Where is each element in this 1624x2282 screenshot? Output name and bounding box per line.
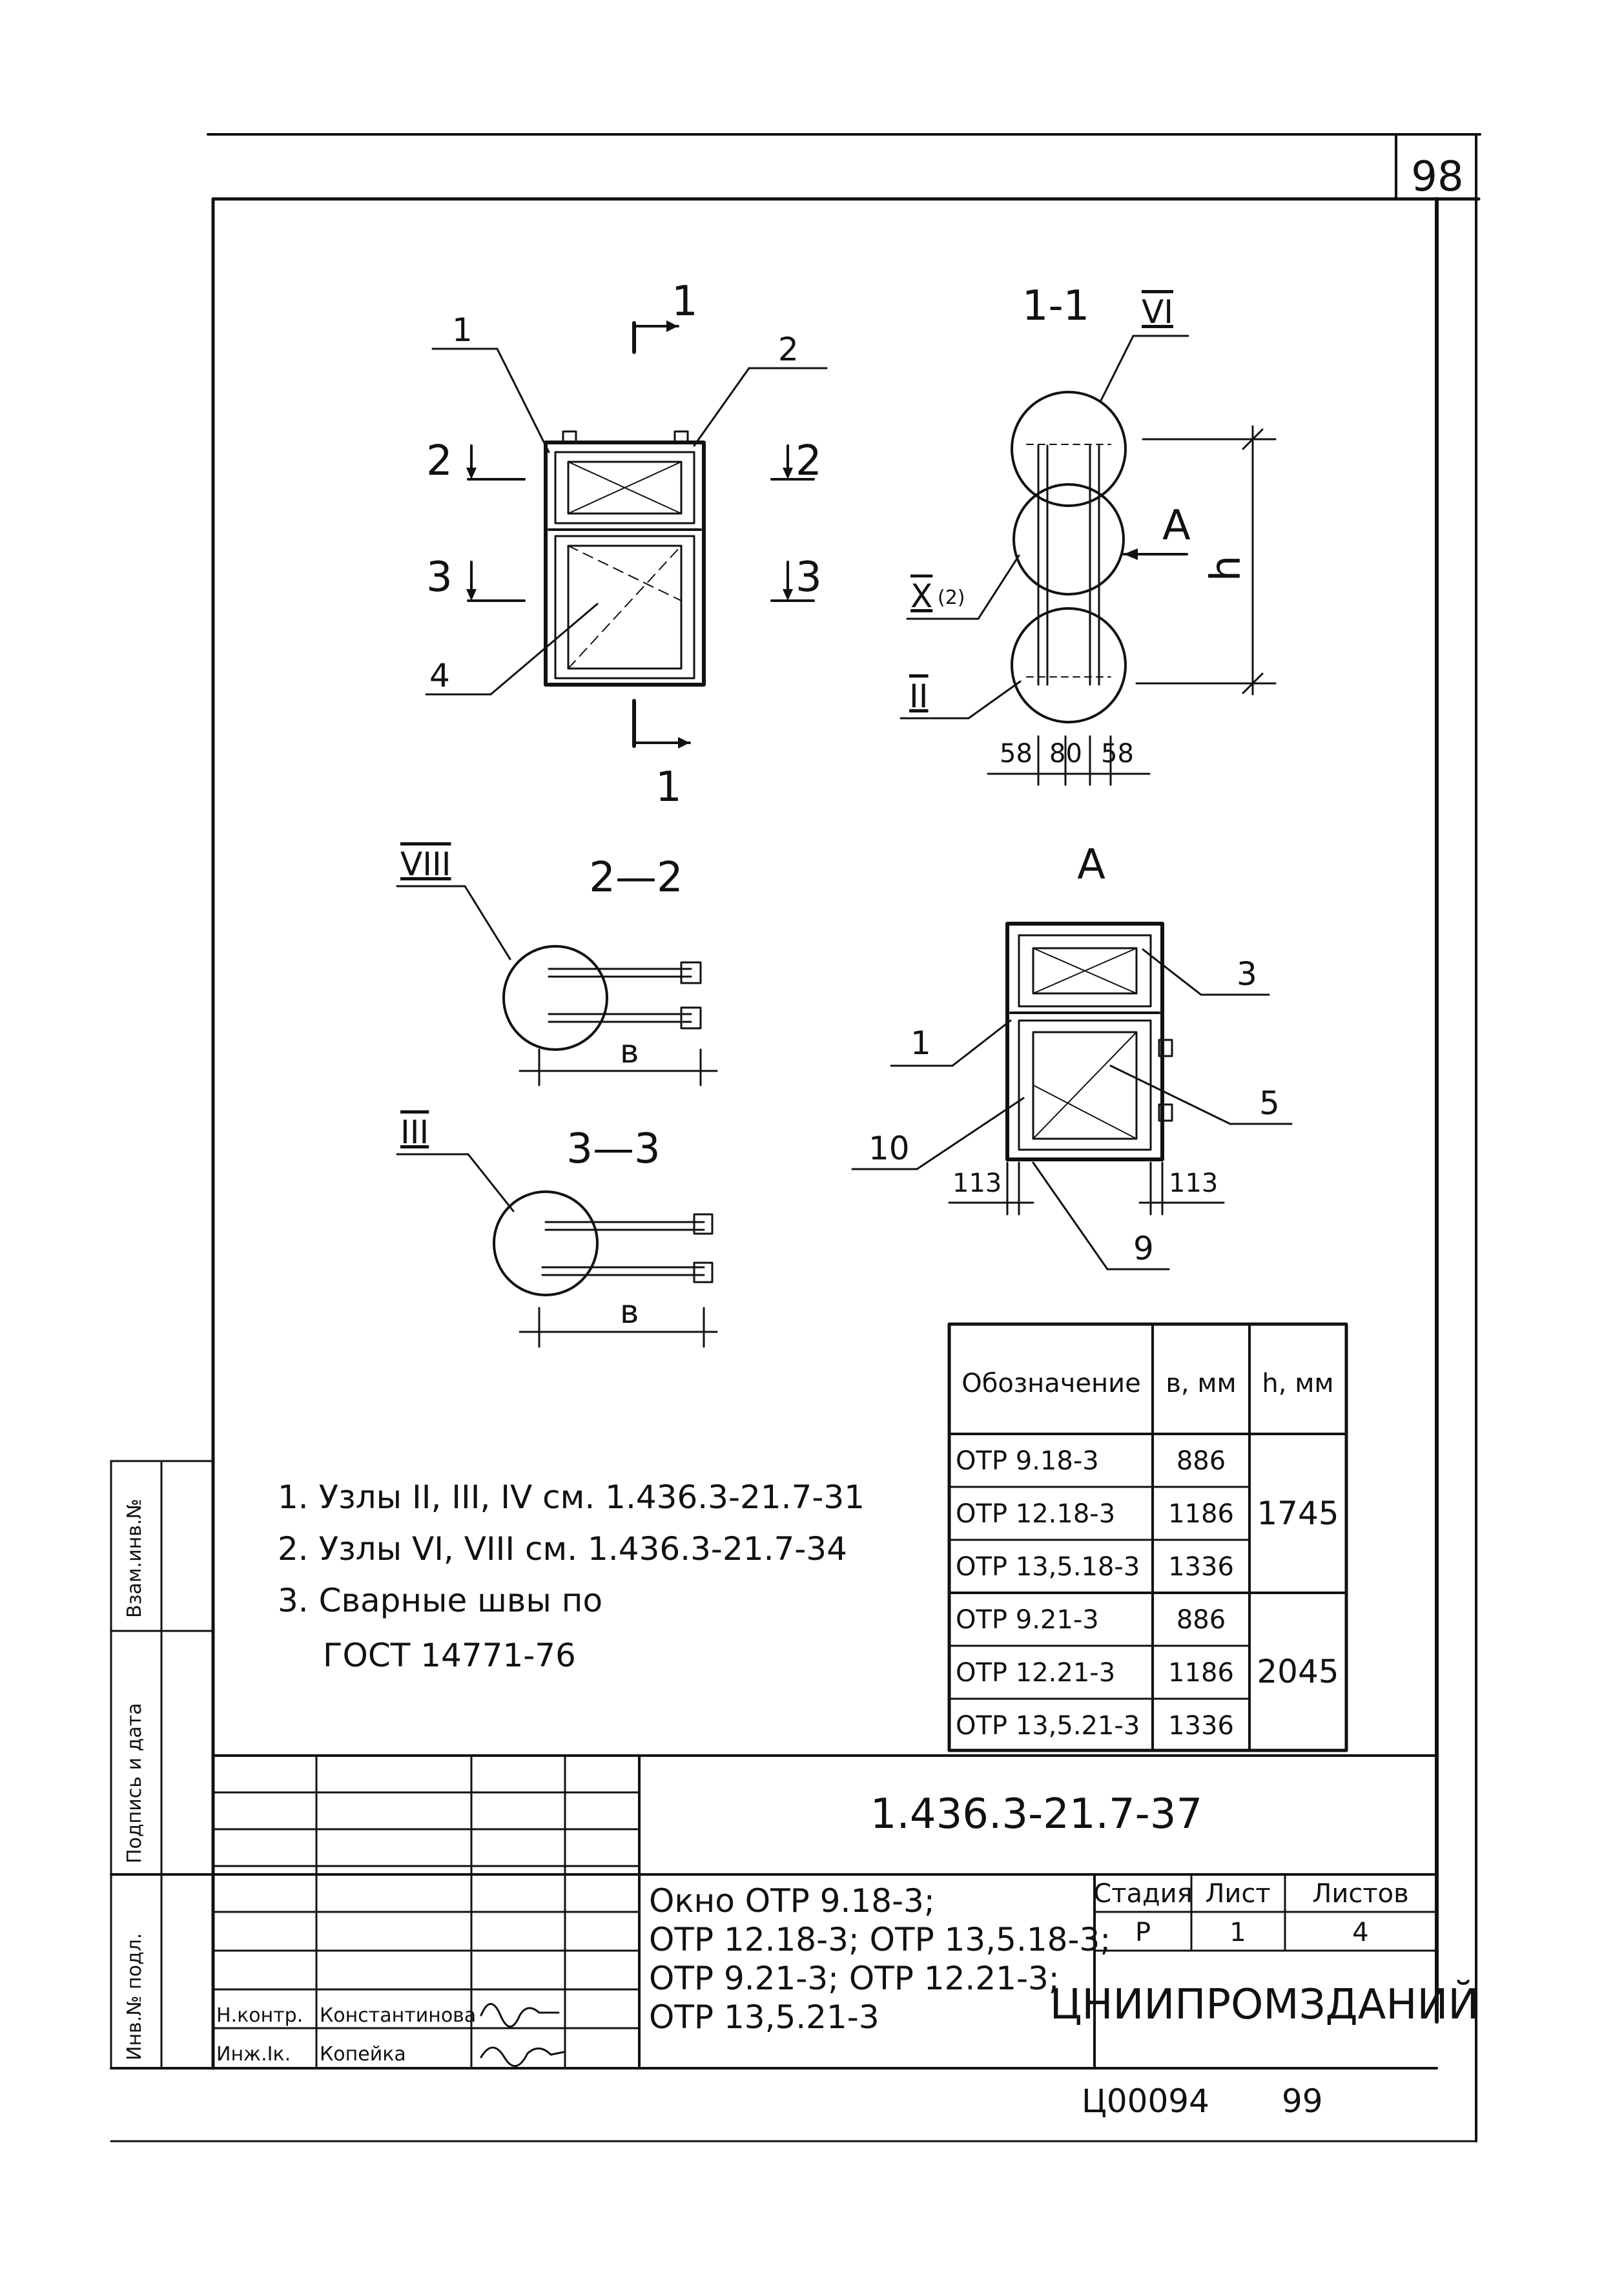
section-3-3: 3—3 III в <box>396 1114 718 1348</box>
callout-node-x: X <box>910 577 932 615</box>
name-kopeyka: Копейка <box>320 2043 406 2066</box>
side-stamp-signature: Подпись и дата <box>123 1703 146 1864</box>
table-h-value-18: 1745 <box>1257 1495 1339 1532</box>
sheet-frame <box>110 133 1481 2142</box>
note-4: ГОСТ 14771-76 <box>323 1637 576 1674</box>
callout-node-viii: VIII <box>400 845 451 883</box>
role-inzh: Инж.Iк. <box>216 2043 291 2066</box>
note-1: 1. Узлы II, III, IV см. 1.436.3-21.7-31 <box>278 1478 865 1516</box>
part-4-label: 4 <box>429 657 450 694</box>
table-row-b: 1186 <box>1168 1499 1234 1529</box>
name-konstantinova: Константинова <box>320 2004 476 2027</box>
dim-width-b-2-2: в <box>620 1033 639 1070</box>
stage-label: Стадия <box>1093 1879 1192 1909</box>
footer-code: Ц00094 <box>1082 2082 1209 2120</box>
section-2-left-label: 2 <box>426 437 453 485</box>
callout-node-vi: VI <box>1142 293 1173 331</box>
title-block-description-line: ОТР 12.18-3; ОТР 13,5.18-3; <box>649 1921 1111 1958</box>
spec-table: Обозначение в, мм h, мм ОТР 9.18-3 886 О… <box>947 1322 1348 1752</box>
table-row-designation: ОТР 9.21-3 <box>956 1605 1099 1635</box>
dim-58-right: 58 <box>1101 739 1134 769</box>
dim-113-right: 113 <box>1169 1168 1218 1198</box>
table-row-designation: ОТР 9.18-3 <box>956 1446 1099 1476</box>
side-stamp: Инв.№ подл. Подпись и дата Взам.инв.№ <box>110 1460 214 2069</box>
window-elevation: 1 1 2 2 3 3 1 2 4 <box>425 278 828 811</box>
dim-80: 80 <box>1049 739 1082 769</box>
height-h-label: h <box>1202 555 1250 582</box>
notes: 1. Узлы II, III, IV см. 1.436.3-21.7-31 … <box>278 1478 865 1674</box>
title-block-description-line: ОТР 13,5.21-3 <box>649 1998 879 2036</box>
note-2: 2. Узлы VI, VIII см. 1.436.3-21.7-34 <box>278 1530 847 1568</box>
section-3-3-title: 3—3 <box>566 1125 660 1173</box>
table-row-b: 1336 <box>1168 1711 1234 1741</box>
title-block: 1.436.3-21.7-37 Окно ОТР 9.18-3; ОТР 12.… <box>110 1754 1479 2069</box>
section-2-right-label: 2 <box>796 437 822 485</box>
table-row-designation: ОТР 12.21-3 <box>956 1658 1115 1688</box>
section-1-1-title: 1-1 <box>1022 282 1090 330</box>
part-9-label: 9 <box>1133 1230 1154 1267</box>
title-block-description-line: Окно ОТР 9.18-3; <box>649 1882 935 1920</box>
section-2-2-title: 2—2 <box>589 854 683 902</box>
dim-58-left: 58 <box>1000 739 1033 769</box>
dim-113-left: 113 <box>952 1168 1002 1198</box>
part-2-label: 2 <box>778 331 799 368</box>
table-row-designation: ОТР 12.18-3 <box>956 1499 1115 1529</box>
table-header-b: в, мм <box>1166 1369 1236 1398</box>
footer-page: 99 <box>1282 2082 1323 2120</box>
signature-2 <box>480 2046 565 2067</box>
arrow-a-label: A <box>1162 502 1191 550</box>
sheet-number: 98 <box>1411 153 1463 201</box>
table-h-value-21: 2045 <box>1257 1653 1339 1690</box>
sheet-number-box: 98 <box>1395 133 1464 201</box>
part-1-label: 1 <box>452 311 473 349</box>
section-1-bottom-label: 1 <box>655 763 682 811</box>
view-a: A 3 1 5 10 9 113 113 <box>851 841 1293 1271</box>
table-header-designation: Обозначение <box>961 1369 1141 1398</box>
side-stamp-inv: Инв.№ подл. <box>123 1933 146 2060</box>
part-10-label: 10 <box>869 1130 910 1167</box>
signature-1 <box>480 2003 560 2028</box>
title-block-doc-code: 1.436.3-21.7-37 <box>870 1790 1202 1838</box>
section-1-1: 1-1 VI X (2) II A h 58 <box>899 282 1277 786</box>
table-row-designation: ОТР 13,5.21-3 <box>956 1711 1140 1741</box>
part-5-label: 5 <box>1259 1084 1280 1122</box>
part-3-label: 3 <box>1237 955 1257 993</box>
sheet-label: Лист <box>1205 1879 1270 1909</box>
title-block-description-line: ОТР 9.21-3; ОТР 12.21-3; <box>649 1960 1060 1997</box>
view-a-title: A <box>1077 841 1105 889</box>
footer: Ц00094 99 <box>1082 2082 1323 2120</box>
table-row-b: 1336 <box>1168 1552 1234 1582</box>
table-header-h: h, мм <box>1262 1369 1333 1398</box>
table-row-designation: ОТР 13,5.18-3 <box>956 1552 1140 1582</box>
organization: ЦНИИПРОМЗДАНИЙ <box>1050 1980 1479 2029</box>
part-1-label-view-a: 1 <box>910 1024 931 1062</box>
table-row-b: 886 <box>1177 1446 1226 1476</box>
table-row-b: 886 <box>1177 1605 1226 1635</box>
callout-node-x-count: (2) <box>938 586 965 609</box>
sheet-value: 1 <box>1229 1918 1246 1947</box>
note-3: 3. Сварные швы по <box>278 1582 602 1619</box>
sheets-label: Листов <box>1312 1879 1408 1909</box>
sheets-value: 4 <box>1352 1918 1368 1947</box>
side-stamp-replace: Взам.инв.№ <box>123 1499 146 1618</box>
section-2-2: 2—2 VIII в <box>396 845 718 1086</box>
stage-value: Р <box>1135 1918 1151 1947</box>
section-3-right-label: 3 <box>796 554 822 601</box>
role-n-kontr: Н.контр. <box>216 2004 303 2027</box>
callout-node-ii: II <box>909 678 929 715</box>
section-1-top-label: 1 <box>672 278 698 326</box>
dim-width-b-3-3: в <box>620 1293 639 1331</box>
section-3-left-label: 3 <box>426 554 453 601</box>
table-row-b: 1186 <box>1168 1658 1234 1688</box>
callout-node-iii: III <box>400 1114 429 1151</box>
